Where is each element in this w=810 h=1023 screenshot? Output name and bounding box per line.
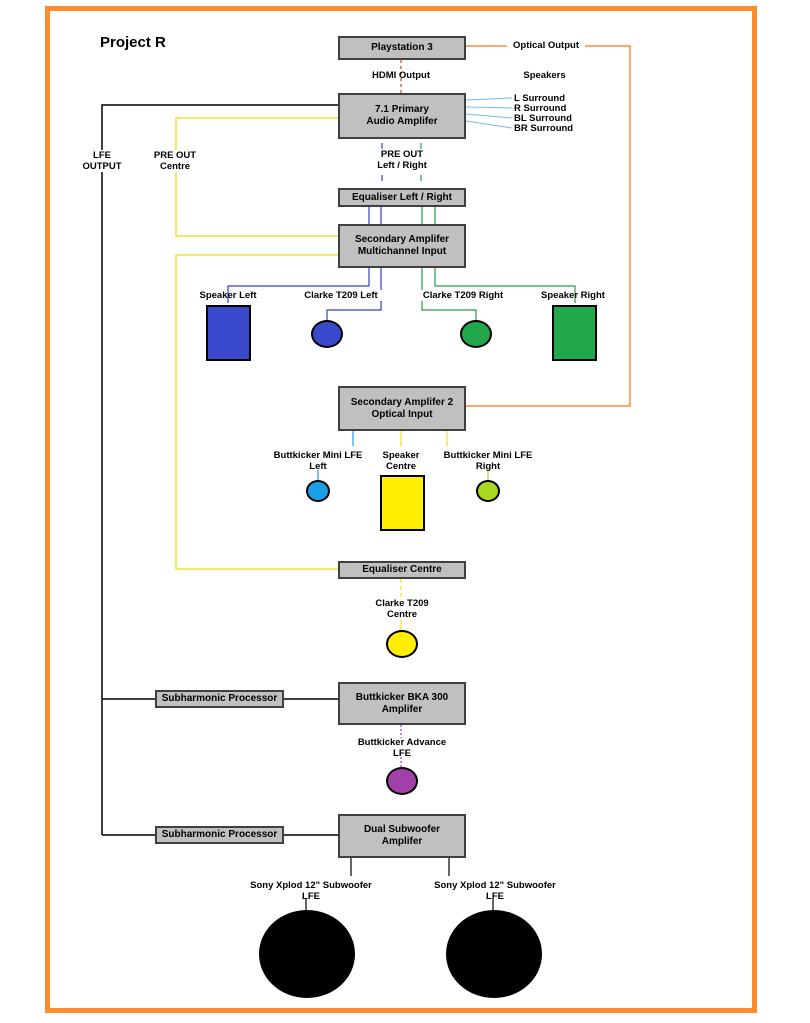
clarke-right-label: Clarke T209 Right <box>414 290 512 301</box>
speaker-right-label: Speaker Right <box>541 290 605 301</box>
speaker-left-icon[interactable] <box>206 305 251 361</box>
subharmonic-processor-1-box[interactable]: Subharmonic Processor <box>155 690 284 708</box>
sony-sub-left-label: Sony Xplod 12" Subwoofer LFE <box>250 880 372 902</box>
speakers-label: Speakers <box>523 70 566 81</box>
dual-subwoofer-amp-box[interactable]: Dual Subwoofer Amplifer <box>338 814 466 858</box>
speaker-centre-label: Speaker Centre <box>382 450 420 472</box>
secondary-amp-2-box[interactable]: Secondary Amplifer 2 Optical Input <box>338 386 466 431</box>
speaker-left-wire <box>227 268 370 303</box>
clarke-left-icon[interactable] <box>311 320 343 348</box>
sony-sub-right-label: Sony Xplod 12" Subwoofer LFE <box>434 880 556 902</box>
bk-mini-right-icon[interactable] <box>476 480 500 502</box>
speaker-right-icon[interactable] <box>552 305 597 361</box>
diagram-title: Project R <box>100 34 166 51</box>
clarke-right-wire <box>421 268 477 320</box>
surround-wire-r <box>465 106 513 109</box>
r-surround-label: R Surround <box>514 103 567 114</box>
bk-mini-left-label: Buttkicker Mini LFE Left <box>273 450 363 472</box>
speaker-left-label: Speaker Left <box>199 290 257 301</box>
surround-wire-br <box>465 120 513 129</box>
secondary-amp-box[interactable]: Secondary Amplifer Multichannel Input <box>338 224 466 268</box>
surround-wire-bl <box>465 113 513 119</box>
clarke-right-icon[interactable] <box>460 320 492 348</box>
clarke-centre-icon[interactable] <box>386 630 418 658</box>
playstation-3-box[interactable]: Playstation 3 <box>338 36 466 60</box>
eq-centre-box[interactable]: Equaliser Centre <box>338 561 466 579</box>
bl-surround-label: BL Surround <box>514 113 572 124</box>
lfe-output-label: LFE OUTPUT <box>74 150 130 172</box>
eq-left-right-box[interactable]: Equaliser Left / Right <box>338 188 466 207</box>
primary-amp-box[interactable]: 7.1 Primary Audio Amplifer <box>338 93 466 139</box>
bk-advance-icon[interactable] <box>386 767 418 795</box>
pre-out-left-right-label: PRE OUT Left / Right <box>364 149 440 171</box>
pre-out-centre-label: PRE OUT Centre <box>146 150 204 172</box>
bk-mini-left-icon[interactable] <box>306 480 330 502</box>
optical-output-label: Optical Output <box>507 40 585 51</box>
speaker-centre-icon[interactable] <box>380 475 425 531</box>
lfe-wire-top <box>101 104 338 150</box>
speaker-right-wire <box>434 268 576 303</box>
diagram-frame <box>45 6 757 1013</box>
surround-wire-l <box>465 97 513 101</box>
clarke-left-label: Clarke T209 Left <box>292 290 390 301</box>
l-surround-label: L Surround <box>514 93 566 104</box>
centre-wire-eq <box>175 254 338 570</box>
clarke-left-wire <box>326 268 382 320</box>
hdmi-output-label: HDMI Output <box>371 70 431 81</box>
sony-sub-left-icon[interactable] <box>259 910 355 998</box>
bk-advance-label: Buttkicker Advance LFE <box>357 737 447 759</box>
centre-wire-pre-out <box>175 117 338 237</box>
subharmonic-processor-2-box[interactable]: Subharmonic Processor <box>155 826 284 844</box>
br-surround-label: BR Surround <box>514 123 574 134</box>
bk-mini-right-label: Buttkicker Mini LFE Right <box>443 450 533 472</box>
clarke-centre-label: Clarke T209 Centre <box>375 598 429 620</box>
bka-300-box[interactable]: Buttkicker BKA 300 Amplifer <box>338 682 466 725</box>
sony-sub-right-icon[interactable] <box>446 910 542 998</box>
